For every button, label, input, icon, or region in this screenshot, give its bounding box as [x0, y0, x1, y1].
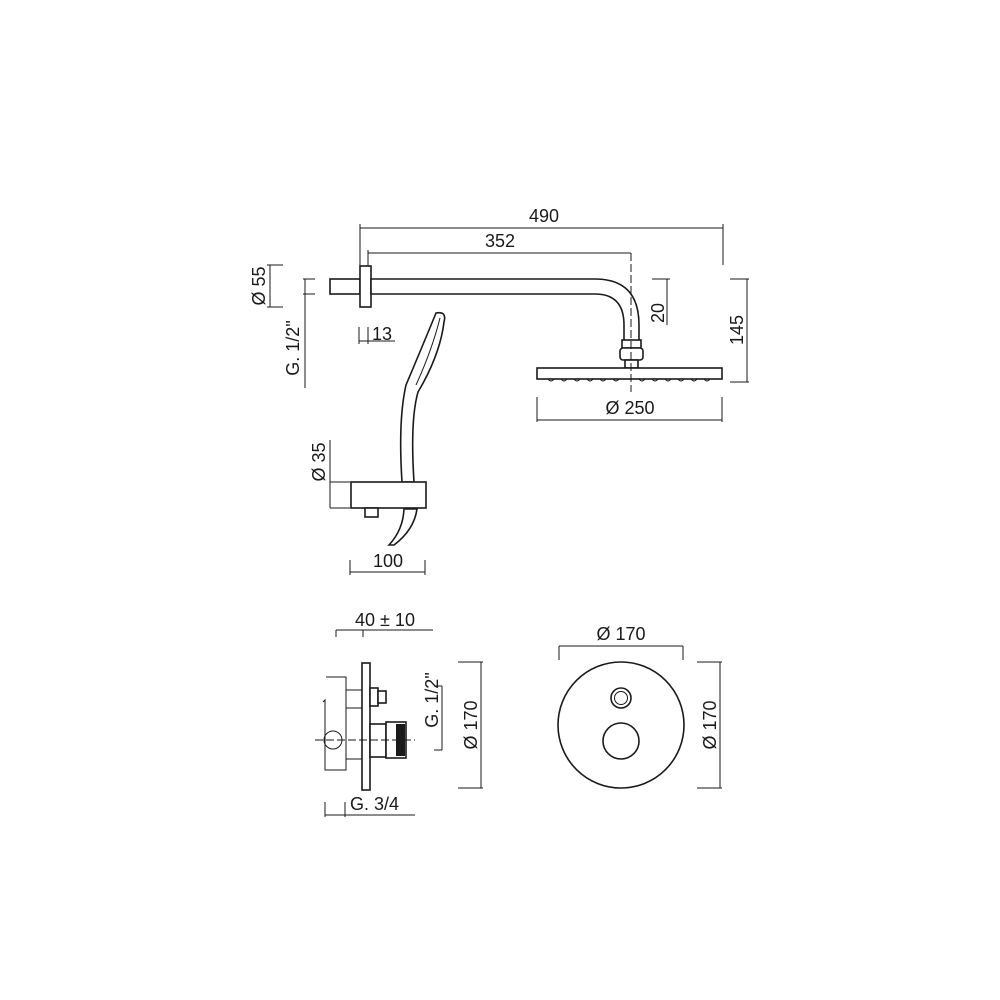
dimension-inlet-thread: G. 3/4	[324, 794, 415, 817]
dimension-depth: 40 ± 10	[335, 610, 433, 637]
shower-holder	[350, 481, 427, 509]
mixer-front-view	[557, 661, 685, 789]
dimension-label: Ø 170	[461, 700, 481, 749]
valve-body	[322, 676, 347, 771]
inlet-pipe	[329, 278, 361, 295]
dimension-352: 352	[367, 231, 631, 266]
diverter-stem	[369, 687, 379, 707]
shower-arm-assembly	[329, 253, 723, 392]
dimension-label: 352	[485, 231, 515, 251]
mixer-side-view	[315, 662, 415, 791]
hand-shower	[350, 311, 446, 546]
dimension-label: G. 1/2"	[422, 672, 442, 727]
dimension-145: 145	[727, 278, 749, 383]
shower-hose	[387, 508, 418, 546]
dimension-label: Ø 35	[309, 442, 329, 481]
thermostat-knob-front	[602, 722, 640, 760]
dimension-label: 13	[372, 324, 392, 344]
dimension-label: 20	[648, 303, 668, 323]
dimension-arm-thread: G. 1/2"	[283, 278, 315, 388]
dimension-label: G. 1/2"	[283, 320, 303, 375]
wall-flange	[359, 265, 372, 308]
dimension-490: 490	[359, 206, 724, 266]
diverter-button	[377, 690, 387, 704]
dimension-label: Ø 170	[596, 624, 645, 644]
diverter-button-outer	[610, 687, 632, 709]
dimension-front-plate-width: Ø 170	[558, 624, 684, 660]
dimension-label: 100	[373, 551, 403, 571]
cover-plate	[361, 662, 371, 791]
hand-shower-handle	[399, 311, 446, 483]
dimension-label: G. 3/4	[350, 794, 399, 814]
dimension-head-diameter: Ø 250	[536, 397, 723, 422]
dimension-label: 40 ± 10	[355, 610, 415, 630]
dimension-outlet-thread: G. 1/2"	[422, 672, 443, 751]
dimension-front-plate-height: Ø 170	[697, 661, 722, 789]
dimension-label: 490	[529, 206, 559, 226]
diverter-button-inner	[614, 691, 628, 705]
shower-nozzles	[547, 378, 711, 382]
dimension-20: 20	[648, 278, 670, 325]
dimension-side-plate-height: Ø 170	[458, 661, 483, 789]
dimension-13: 13	[358, 324, 395, 344]
dimension-label: 145	[727, 315, 747, 345]
rain-shower-head	[536, 367, 723, 380]
shower-arm	[370, 278, 640, 343]
dimension-holder-diameter: Ø 35	[309, 440, 350, 509]
dimension-100: 100	[349, 551, 426, 575]
dimension-label: Ø 55	[249, 266, 269, 305]
holder-outlet	[364, 507, 379, 518]
knob-grip	[396, 724, 405, 756]
dimension-label: Ø 170	[700, 700, 720, 749]
dimension-label: Ø 250	[605, 398, 654, 418]
dimension-flange-diameter: Ø 55	[249, 264, 283, 308]
